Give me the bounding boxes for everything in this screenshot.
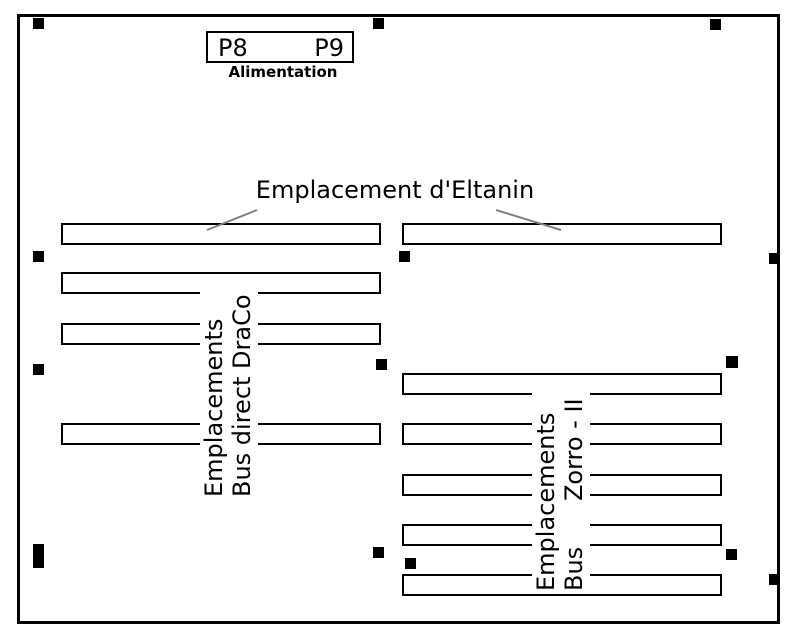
power-connector-box: P8 P9 xyxy=(206,31,354,63)
draco-label-line2: Bus direct DraCo xyxy=(228,294,256,497)
leader-line-left xyxy=(206,209,258,231)
connector-p9-label: P9 xyxy=(314,34,344,62)
draco-label-line1: Emplacements xyxy=(200,318,228,497)
mounting-hole xyxy=(726,549,737,560)
mounting-hole xyxy=(33,544,44,568)
zorro-label-line1: Emplacements xyxy=(532,412,560,591)
mounting-hole xyxy=(33,364,44,375)
mounting-hole xyxy=(33,251,44,262)
eltanin-slot-right xyxy=(402,223,722,245)
eltanin-caption: Emplacement d'Eltanin xyxy=(255,176,535,204)
power-caption: Alimentation xyxy=(228,63,338,81)
mounting-hole xyxy=(33,18,44,29)
mounting-hole xyxy=(399,251,410,262)
mounting-hole xyxy=(405,558,416,569)
connector-p8-label: P8 xyxy=(218,34,248,62)
mounting-hole xyxy=(710,19,721,30)
mounting-hole xyxy=(769,574,780,585)
mounting-hole xyxy=(769,253,780,264)
draco-slots-label: Emplacements Bus direct DraCo xyxy=(200,275,258,499)
mounting-hole xyxy=(376,359,387,370)
mounting-hole xyxy=(726,356,738,368)
leader-line-right xyxy=(495,209,562,231)
motherboard-outline xyxy=(17,14,780,624)
mounting-hole xyxy=(373,547,384,558)
zorro-slots-label: Emplacements Bus Zorro - II xyxy=(532,389,590,593)
zorro-label-line2: Bus Zorro - II xyxy=(560,398,588,591)
mounting-hole xyxy=(373,18,384,29)
